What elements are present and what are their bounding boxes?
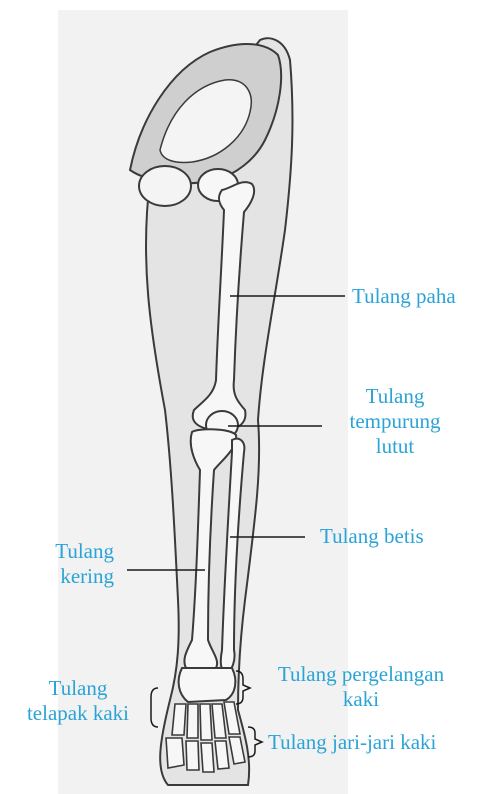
leader-lines [127, 295, 345, 758]
label-tarsals-line-2: kaki [342, 687, 380, 711]
label-patella: Tulang tempurung lutut [320, 384, 470, 459]
label-femur: Tulang paha [352, 284, 456, 309]
label-tarsals-line-1: Tulang pergelangan [277, 662, 445, 686]
label-fibula: Tulang betis [320, 524, 424, 549]
label-patella-line-1: Tulang [365, 384, 425, 408]
metatarsal-bones [171, 701, 241, 741]
label-metatarsals: Tulang telapak kaki [8, 676, 148, 726]
bracket-metatarsals [150, 687, 159, 728]
label-tarsals: Tulang pergelangan kaki [256, 662, 466, 712]
label-patella-line-3: lutut [375, 434, 415, 458]
pelvis-hollow [159, 79, 252, 164]
label-tibia-line-2: kering [60, 564, 114, 588]
fibula-bone [219, 437, 246, 674]
label-fibula-line-1: Tulang betis [320, 524, 424, 548]
label-patella-line-2: tempurung [349, 409, 441, 433]
label-phalanges: Tulang jari-jari kaki [268, 730, 436, 755]
hip-socket [138, 165, 192, 207]
bracket-phalanges [247, 726, 264, 758]
label-tibia-line-1: Tulang [55, 539, 114, 563]
label-femur-line-1: Tulang paha [352, 284, 456, 308]
label-tibia: Tulang kering [20, 539, 114, 589]
label-metatarsals-line-1: Tulang [48, 676, 108, 700]
tarsal-bones [177, 667, 237, 704]
label-phalanges-line-1: Tulang jari-jari kaki [268, 730, 437, 754]
phalanx-bones [165, 736, 246, 773]
label-metatarsals-line-2: telapak kaki [26, 701, 130, 725]
bracket-tarsals [235, 670, 252, 705]
